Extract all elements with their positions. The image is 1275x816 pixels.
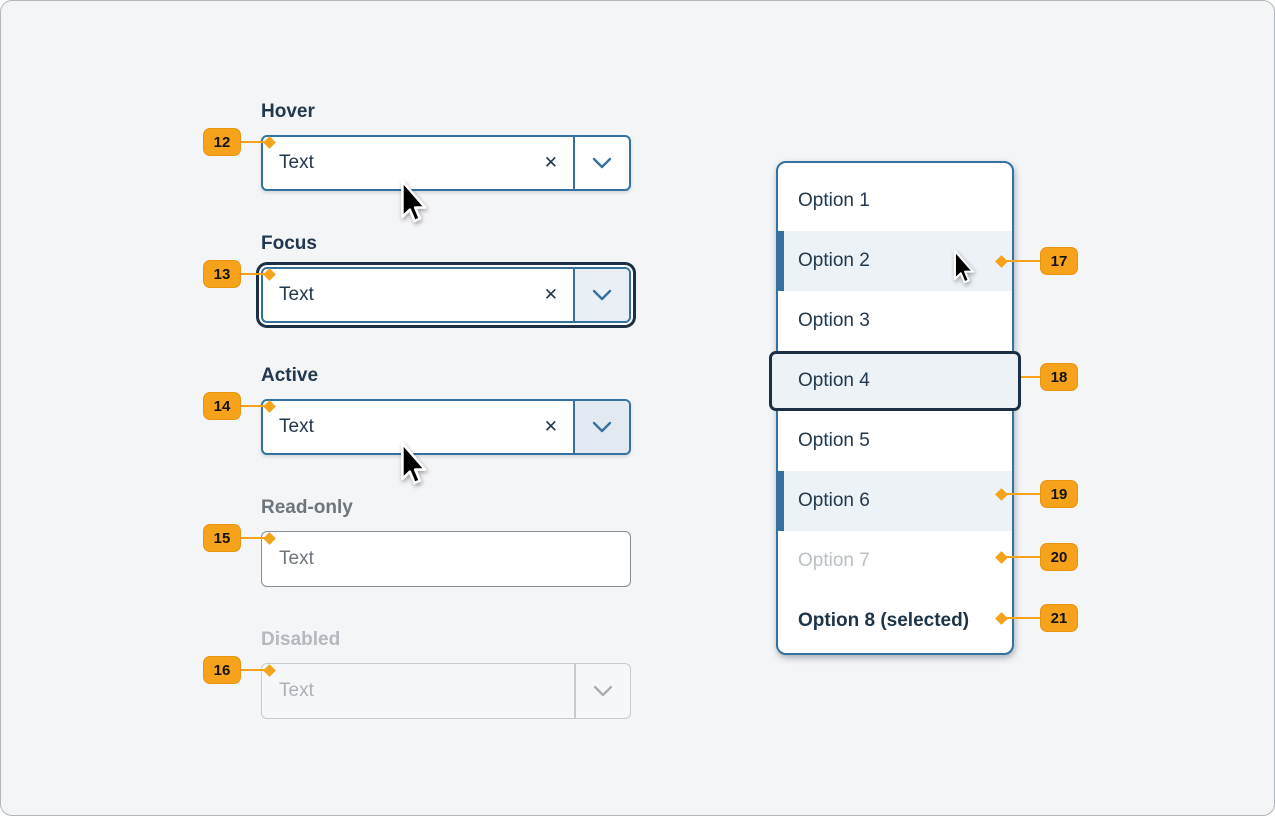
marker-diamond-icon (263, 663, 276, 677)
divider (573, 401, 575, 453)
combobox-active[interactable]: Text ✕ (261, 399, 631, 455)
annotation-marker-14: 14 (203, 392, 276, 420)
option-4-focus[interactable]: Option 4 (769, 351, 1021, 411)
option-1[interactable]: Option 1 (798, 190, 870, 211)
dropdown-listbox: Option 1 Option 2 Option 3 Option 4 Opti… (769, 161, 1021, 655)
annotation-marker-12: 12 (203, 128, 276, 156)
cursor-pointer-icon (401, 442, 427, 485)
marker-badge: 21 (1040, 604, 1078, 632)
active-indicator-bar (778, 471, 784, 531)
marker-badge: 19 (1040, 480, 1078, 508)
cursor-pointer-icon (401, 180, 427, 223)
combobox-disabled: Text (261, 663, 631, 719)
divider (574, 664, 576, 718)
combobox-focus[interactable]: Text ✕ (261, 267, 631, 323)
annotation-marker-21: 21 (995, 604, 1078, 632)
marker-diamond-icon (263, 135, 276, 149)
option-6-active[interactable]: Option 6 (778, 471, 1012, 531)
marker-diamond-icon (263, 531, 276, 545)
field-group-disabled: Disabled Text (261, 629, 631, 719)
marker-diamond-icon (995, 487, 1008, 501)
annotation-marker-16: 16 (203, 656, 276, 684)
marker-diamond-icon (995, 611, 1008, 625)
marker-line (1006, 556, 1040, 558)
annotation-marker-18: 18 (995, 363, 1078, 391)
annotation-marker-13: 13 (203, 260, 276, 288)
marker-diamond-icon (263, 399, 276, 413)
combobox-value: Text (279, 548, 314, 569)
combobox-value: Text (279, 680, 314, 701)
combobox-readonly[interactable]: Text (261, 531, 631, 587)
clear-icon[interactable]: ✕ (543, 153, 558, 172)
field-group-readonly: Read-only Text (261, 497, 631, 587)
field-label-readonly: Read-only (261, 497, 353, 518)
combobox-value: Text (279, 416, 314, 437)
field-group-hover: Hover Text ✕ (261, 101, 631, 191)
annotation-marker-20: 20 (995, 543, 1078, 571)
field-label-active: Active (261, 365, 319, 386)
marker-line (1006, 260, 1040, 262)
clear-icon[interactable]: ✕ (543, 417, 558, 436)
marker-line (241, 141, 265, 143)
field-label-focus: Focus (261, 233, 317, 254)
option-5[interactable]: Option 5 (798, 430, 870, 451)
clear-icon[interactable]: ✕ (543, 285, 558, 304)
marker-line (241, 273, 265, 275)
marker-line (1006, 376, 1040, 378)
marker-badge: 18 (1040, 363, 1078, 391)
marker-line (241, 405, 265, 407)
field-label-disabled: Disabled (261, 629, 341, 650)
marker-diamond-icon (263, 267, 276, 281)
marker-badge: 16 (203, 656, 241, 684)
combobox-hover[interactable]: Text ✕ (261, 135, 631, 191)
annotation-marker-19: 19 (995, 480, 1078, 508)
marker-badge: 15 (203, 524, 241, 552)
chevron-down-icon[interactable] (575, 269, 629, 321)
marker-line (241, 537, 265, 539)
hover-indicator-bar (778, 231, 784, 291)
option-8-selected[interactable]: Option 8 (selected) (798, 610, 970, 631)
marker-badge: 12 (203, 128, 241, 156)
chevron-down-icon[interactable] (575, 137, 629, 189)
marker-diamond-icon (995, 254, 1008, 268)
combobox-value: Text (279, 284, 314, 305)
marker-badge: 14 (203, 392, 241, 420)
marker-badge: 13 (203, 260, 241, 288)
chevron-down-icon[interactable] (575, 401, 629, 453)
field-group-focus: Focus Text ✕ (261, 233, 631, 323)
marker-line (1006, 493, 1040, 495)
cursor-pointer-icon (953, 249, 974, 284)
marker-badge: 20 (1040, 543, 1078, 571)
combobox-value: Text (279, 152, 314, 173)
option-7-disabled: Option 7 (798, 550, 870, 571)
marker-diamond-icon (995, 550, 1008, 564)
divider (573, 269, 575, 321)
field-group-active: Active Text ✕ (261, 365, 631, 455)
divider (573, 137, 575, 189)
annotation-marker-17: 17 (995, 247, 1078, 275)
focus-ring (769, 351, 1021, 411)
chevron-down-icon (576, 664, 630, 718)
option-2-hover[interactable]: Option 2 (778, 231, 1012, 291)
field-label-hover: Hover (261, 101, 315, 122)
annotation-marker-15: 15 (203, 524, 276, 552)
option-3[interactable]: Option 3 (798, 310, 870, 331)
marker-line (1006, 617, 1040, 619)
marker-badge: 17 (1040, 247, 1078, 275)
marker-line (241, 669, 265, 671)
